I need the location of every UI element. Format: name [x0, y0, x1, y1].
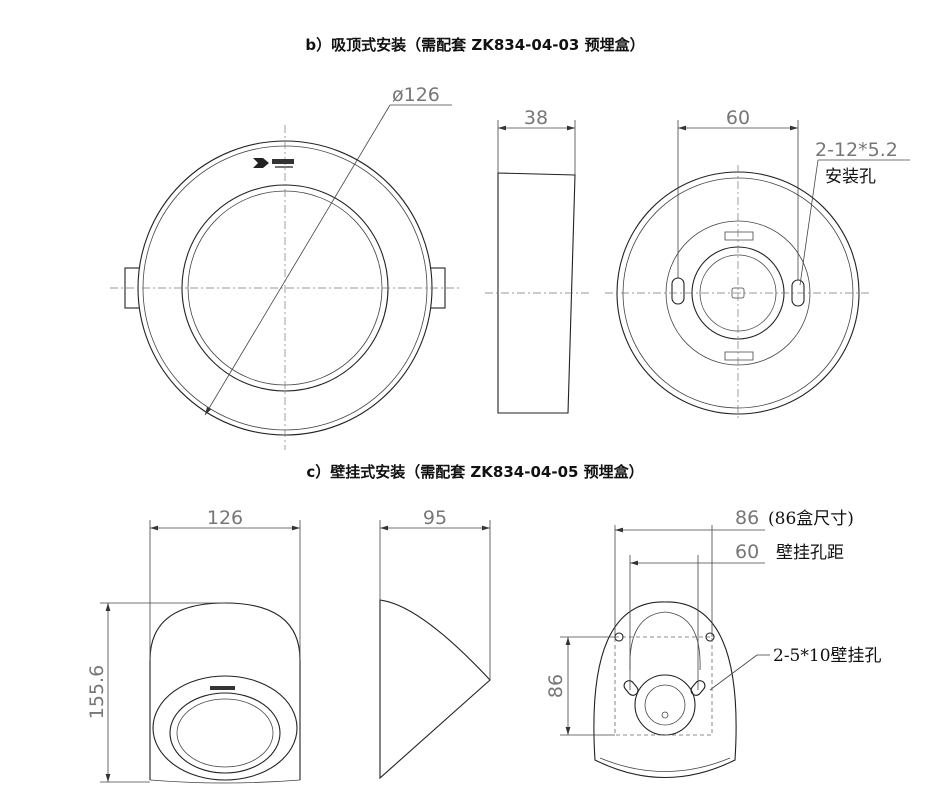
hole-spacing-label: 60 — [726, 107, 750, 129]
brand-logo — [253, 158, 294, 168]
height-label: 155.6 — [86, 665, 108, 719]
wall-back-view: 86 (86盒尺寸) 60 壁挂孔距 86 2-5*10壁挂孔 — [545, 507, 882, 778]
hole-spec-label: 2-12*5.2 — [815, 139, 898, 161]
ceiling-side-view: 38 — [485, 107, 590, 414]
wall-spacing-note: 壁挂孔距 — [776, 543, 844, 563]
wall-hole-label: 2-5*10壁挂孔 — [773, 646, 882, 666]
wall-front-view: 126 155.6 — [86, 507, 301, 784]
wall-side-view: 95 — [379, 507, 491, 780]
hole-name-label: 安装孔 — [825, 167, 876, 187]
box-width-label: 86 — [735, 507, 759, 529]
section-c-title: c）壁挂式安装（需配套 ZK834-04-05 预埋盒） — [306, 463, 643, 481]
mounting-hole-left — [671, 277, 685, 305]
depth-label: 38 — [524, 107, 548, 129]
section-b-title: b）吸顶式安装（需配套 ZK834-04-03 预埋盒） — [305, 36, 644, 54]
box-height-label: 86 — [545, 674, 567, 698]
ceiling-back-view: 60 2-12*5.2 安装孔 — [605, 107, 910, 420]
width-label: 126 — [207, 507, 243, 529]
wall-spacing-label: 60 — [735, 541, 759, 563]
ceiling-top-view: ø126 — [110, 84, 460, 450]
side-depth-label: 95 — [423, 507, 447, 529]
diameter-label: ø126 — [392, 84, 440, 106]
box-note-label: (86盒尺寸) — [768, 509, 854, 529]
